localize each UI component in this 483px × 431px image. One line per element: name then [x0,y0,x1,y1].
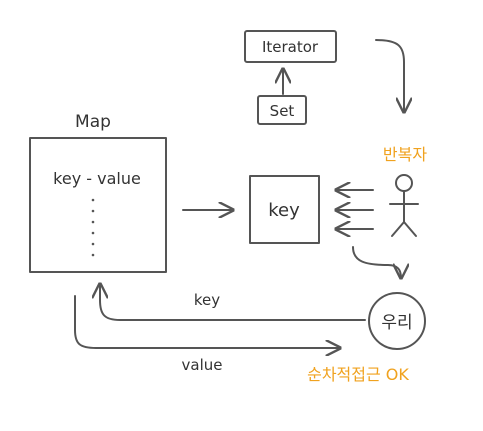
arrow-map-to-us-value [74,295,340,348]
map-label: Map [75,112,111,132]
us-label: 우리 [381,313,412,333]
set-box [257,95,307,125]
iterator-label: Iterator [262,38,319,56]
sequential-access-label: 순차적접근 OK [307,365,409,384]
key-box-label: key [268,200,300,221]
iterator-box [244,30,337,63]
us-circle [368,292,426,350]
arrow-us-to-map-key [100,284,366,321]
map-key-value-label: key - value [53,169,141,188]
key-arrow-label: key [194,291,220,309]
set-label: Set [270,102,295,120]
map-box [29,137,167,273]
map-dots [91,198,95,257]
arrow-iterator-to-figure [375,39,404,112]
iterator-role-label: 반복자 [383,145,427,164]
arrow-key-to-us [352,246,401,278]
stick-figure-icon [389,174,419,237]
value-arrow-label: value [182,356,223,374]
key-box [249,175,320,244]
